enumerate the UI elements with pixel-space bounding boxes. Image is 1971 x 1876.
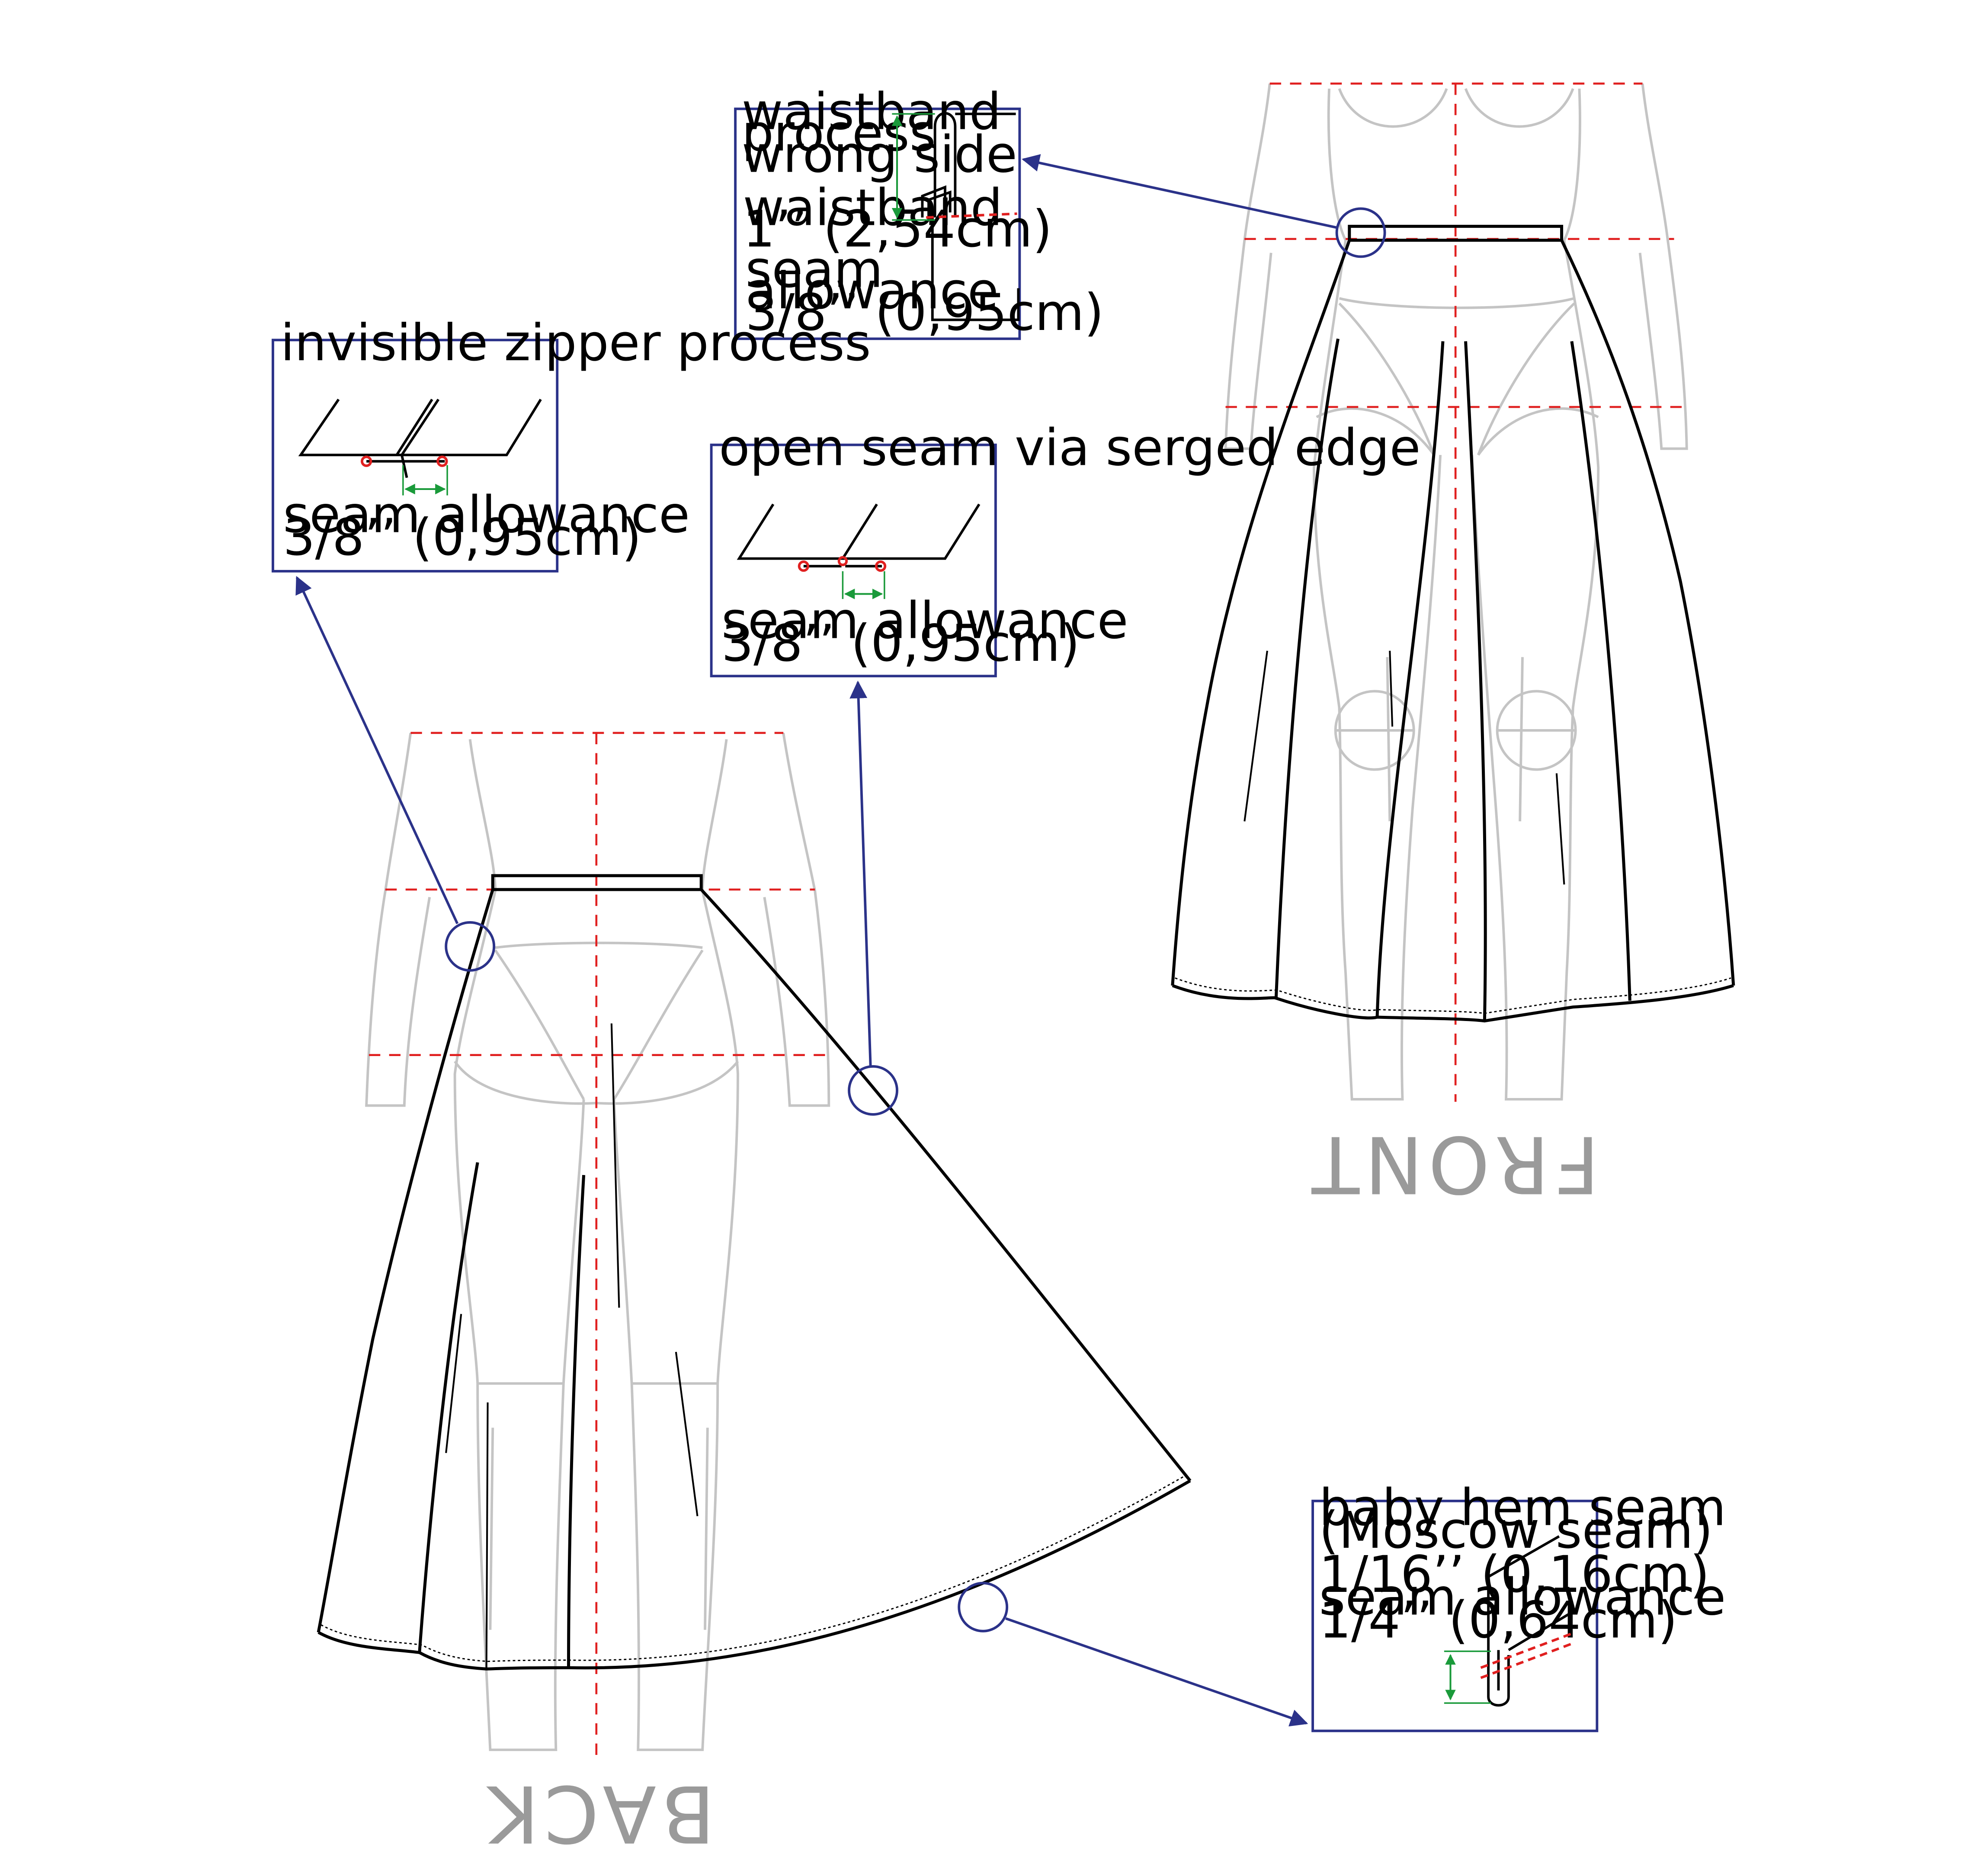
zipper-sa-label: seam allowance <box>283 485 690 544</box>
open-seam-callout-circle <box>848 1065 898 1116</box>
open-seam-stitch-left <box>798 560 809 572</box>
open-seam-callout-arrow <box>849 680 872 1067</box>
open-seam-sa-label: seam allowance <box>721 592 1128 650</box>
zipper-title: invisible zipper process <box>280 314 871 372</box>
callout-baby-hem: baby hem seam (Moscow seam) 1/16’’ (0,16… <box>958 1478 1726 1732</box>
waistband-sa-measure: 3/8’’ (0,95cm) <box>745 283 1104 342</box>
baby-hem-title-line2: (Moscow seam) <box>1319 1501 1713 1560</box>
open-seam-stitch-right <box>875 560 887 572</box>
callout-waistband: waistband process wrong side waistband 1… <box>734 82 1386 342</box>
zipper-detail-sketch <box>298 398 542 478</box>
waistband-band-label: waistband <box>743 178 1003 237</box>
waistband-stitch-line <box>926 212 1017 219</box>
waistband-title-line3: wrong side <box>742 125 1017 184</box>
callout-open-seam: open seam via serged edge seam allowance… <box>710 418 1421 1116</box>
baby-hem-sa-measure: 1/4’’ (0,64cm) <box>1319 1591 1678 1649</box>
waistband-callout-circle <box>1335 207 1386 258</box>
waistband-callout-box <box>734 107 1021 340</box>
front-guide-lines <box>1225 82 1687 1102</box>
waistband-sa-label-1: seam <box>745 240 883 299</box>
open-seam-title: open seam via serged edge <box>719 418 1420 477</box>
open-seam-sa-measure: 3/8’’ (0,95cm) <box>721 614 1080 673</box>
back-croquis-figure <box>365 733 830 1751</box>
back-skirt <box>317 874 1192 1671</box>
front-view: FRONT <box>1171 82 1735 1210</box>
back-view-label: BACK <box>483 1768 715 1859</box>
baby-hem-measure: 1/16’’ (0,16cm) <box>1319 1545 1710 1604</box>
back-hem-topstitch <box>320 1475 1186 1662</box>
baby-hem-callout-arrow <box>1005 1617 1308 1727</box>
waistband-detail-sketch <box>921 112 1020 321</box>
zipper-callout-arrow <box>295 576 459 925</box>
baby-hem-title-line1: baby hem seam <box>1319 1478 1726 1537</box>
back-view: BACK <box>317 732 1192 1859</box>
baby-hem-stitch-lines <box>1480 1632 1572 1679</box>
back-guide-lines <box>369 732 829 1756</box>
baby-hem-callout-circle <box>958 1581 1009 1633</box>
waistband-callout-arrow <box>1022 154 1337 229</box>
callout-zipper: invisible zipper process seam allowance … <box>272 314 871 972</box>
baby-hem-sa-label: seam allowance <box>1319 1568 1726 1627</box>
waistband-sa-label-2: allowance <box>745 262 998 320</box>
front-skirt <box>1171 224 1735 1023</box>
zipper-callout-circle <box>445 921 496 972</box>
front-hem-topstitch <box>1175 977 1731 1014</box>
open-seam-callout-box <box>710 443 997 678</box>
zipper-sa-measure: 3/8’’ (0,95cm) <box>283 508 641 567</box>
zipper-stitch-right <box>436 455 448 467</box>
zipper-stitch-left <box>360 455 372 467</box>
open-seam-stitch-center <box>837 556 848 567</box>
front-view-label: FRONT <box>1307 1119 1599 1210</box>
waistband-title-line1: waistband <box>742 82 1001 141</box>
